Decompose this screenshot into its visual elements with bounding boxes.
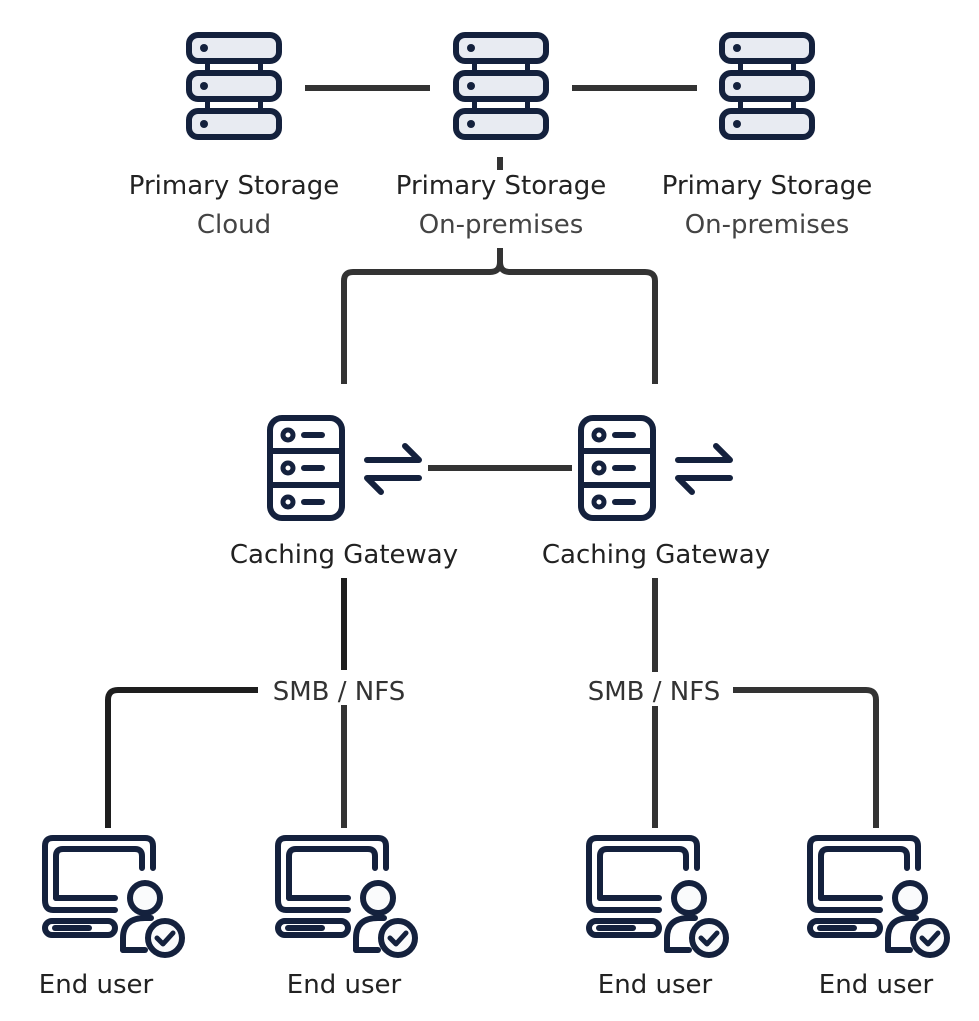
sync-arrows-icon [678, 446, 730, 492]
edge-gateway1-user1 [105, 687, 258, 828]
user-computer-check-icon [589, 838, 726, 955]
node-user-3[interactable]: End user [589, 838, 726, 1000]
node-subtitle: On-premises [419, 210, 584, 240]
node-title: End user [39, 970, 154, 1000]
edge-onprem1-gateways [341, 248, 658, 384]
node-user-1[interactable]: End user [39, 838, 182, 1000]
node-title: End user [819, 970, 934, 1000]
node-title: Primary Storage [396, 171, 606, 201]
caching-server-icon [581, 418, 653, 518]
caching-server-icon [270, 418, 342, 518]
server-rack-icon [456, 32, 546, 137]
node-title: Caching Gateway [542, 540, 770, 570]
node-title: Primary Storage [662, 171, 872, 201]
node-subtitle: Cloud [197, 210, 271, 240]
edges [105, 85, 879, 828]
node-storage-onprem-2[interactable]: Primary Storage On-premises [662, 32, 872, 240]
node-user-4[interactable]: End user [810, 838, 947, 1000]
user-computer-check-icon [278, 838, 415, 955]
server-rack-icon [722, 32, 812, 137]
edge-gateway2-user4 [733, 687, 879, 828]
node-title: End user [287, 970, 402, 1000]
node-title: Caching Gateway [230, 540, 458, 570]
node-storage-onprem-1[interactable]: Primary Storage On-premises [396, 32, 606, 240]
node-title: Primary Storage [129, 171, 339, 201]
user-computer-check-icon [45, 838, 182, 955]
node-storage-cloud[interactable]: Primary Storage Cloud [129, 32, 339, 240]
node-user-2[interactable]: End user [278, 838, 415, 1000]
edge-label-right: SMB / NFS [588, 677, 721, 707]
node-gateway-2[interactable]: Caching Gateway [542, 418, 770, 570]
edge-label-left: SMB / NFS [273, 677, 406, 707]
user-computer-check-icon [810, 838, 947, 955]
node-title: End user [598, 970, 713, 1000]
node-subtitle: On-premises [685, 210, 850, 240]
server-rack-icon [189, 32, 279, 137]
node-gateway-1[interactable]: Caching Gateway [230, 418, 458, 570]
sync-arrows-icon [367, 446, 419, 492]
